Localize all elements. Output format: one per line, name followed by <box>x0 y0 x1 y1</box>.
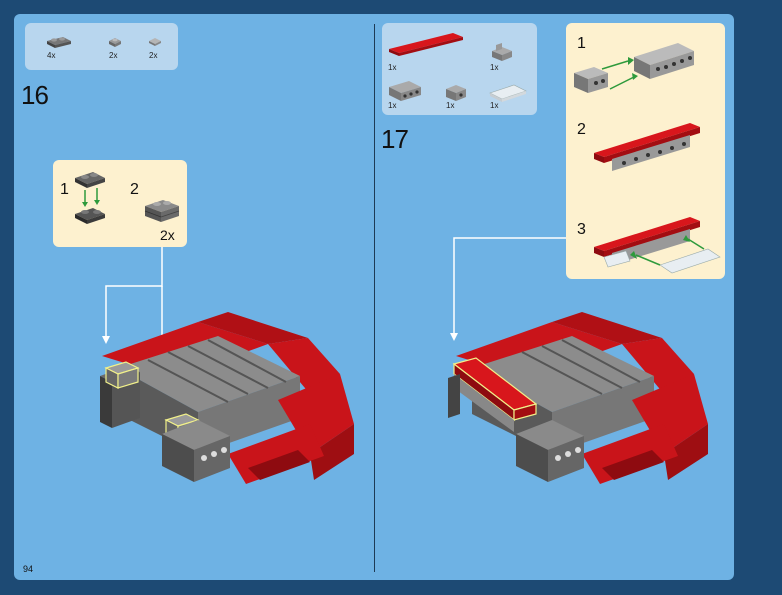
plate-stack-icon <box>75 172 105 224</box>
step17-subassembly-callout: 1 2 3 <box>566 23 725 279</box>
red-plate-icon <box>389 33 463 56</box>
tile-1x1-icon <box>149 38 161 46</box>
jumper-plate-icon <box>109 38 121 47</box>
step17-substep1: 1 <box>577 35 586 52</box>
step16-car-chassis-model <box>100 312 354 484</box>
step16-substep2: 2 <box>130 181 139 198</box>
plate-1x2-icon <box>47 37 71 48</box>
step17-parts-list: 1x 1x 1x 1x 1x <box>382 23 537 115</box>
bracket-icon <box>492 43 512 61</box>
step17-part2-qty: 1x <box>490 63 499 72</box>
stacked-plate-result-icon <box>144 200 180 222</box>
step16-parts-list: 4x 2x 2x <box>25 23 178 70</box>
step17-number: 17 <box>381 124 409 154</box>
step17-part4-qty: 1x <box>446 101 455 110</box>
step17-substep3: 3 <box>577 221 586 238</box>
step17-part3-qty: 1x <box>388 101 397 110</box>
technic-bricks-assembly-icon <box>574 43 694 93</box>
step16-number: 16 <box>21 80 49 110</box>
step16-part2-qty: 2x <box>109 51 118 60</box>
step17-part5-qty: 1x <box>490 101 499 110</box>
step17-car-chassis-model <box>448 312 708 484</box>
step16-multiplier: 2x <box>160 227 175 243</box>
transparent-plate-attach-icon <box>594 217 721 274</box>
step17-part1-qty: 1x <box>388 63 397 72</box>
technic-brick-small-icon <box>446 85 466 101</box>
instruction-page: 4x 2x 2x 16 1 <box>14 14 734 580</box>
step16-subassembly-callout: 1 2 2x <box>53 160 187 247</box>
step16-part3-qty: 2x <box>149 51 158 60</box>
step17-substep2: 2 <box>577 121 586 138</box>
transparent-plate-icon <box>489 84 527 102</box>
step-divider <box>374 24 375 572</box>
red-plate-on-bricks-icon <box>594 123 700 171</box>
technic-brick-icon <box>389 81 421 101</box>
page-number: 94 <box>23 564 34 574</box>
step16-part1-qty: 4x <box>47 51 56 60</box>
step16-substep1: 1 <box>60 181 69 198</box>
step17-callout-pointer <box>450 237 566 341</box>
